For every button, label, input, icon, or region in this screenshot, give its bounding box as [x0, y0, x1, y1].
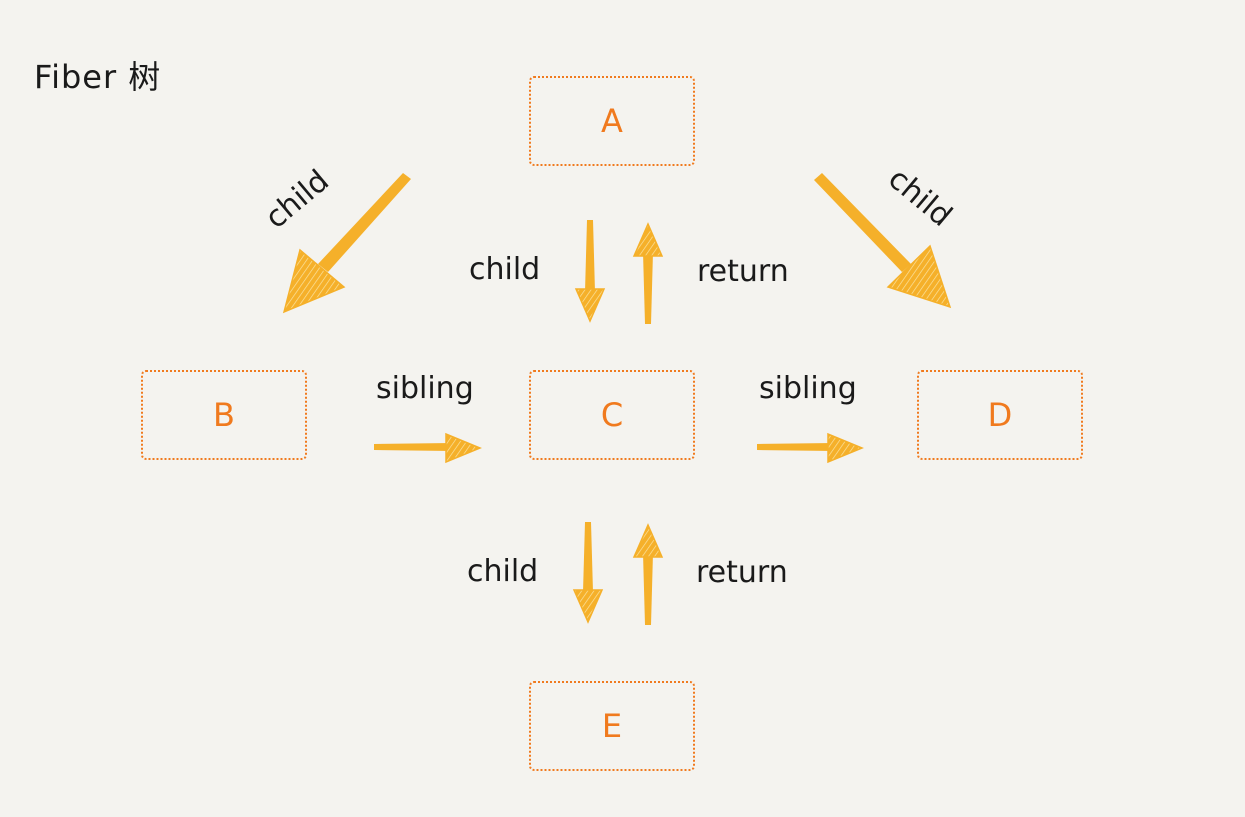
- arrow-a-to-c-child: [574, 220, 606, 323]
- arrow-c-to-a-return: [632, 222, 664, 324]
- node-d: D: [917, 370, 1083, 460]
- label-b-c-sibling: sibling: [376, 371, 474, 406]
- node-e: E: [529, 681, 695, 771]
- label-c-d-sibling: sibling: [759, 371, 857, 406]
- node-c: C: [529, 370, 695, 460]
- arrow-c-to-e-child: [572, 522, 604, 624]
- node-a: A: [529, 76, 695, 166]
- arrow-a-to-b-child: [282, 173, 411, 314]
- label-e-c-return: return: [696, 555, 788, 590]
- node-b: B: [141, 370, 307, 460]
- arrow-a-to-d-child: [814, 173, 952, 309]
- arrow-c-to-d-sibling: [757, 432, 864, 464]
- diagram-title: Fiber 树: [34, 58, 162, 96]
- label-c-a-return: return: [697, 254, 789, 289]
- arrow-e-to-c-return: [632, 523, 664, 625]
- label-c-e-child: child: [467, 554, 539, 589]
- label-a-c-child: child: [469, 252, 541, 287]
- arrow-b-to-c-sibling: [374, 432, 482, 464]
